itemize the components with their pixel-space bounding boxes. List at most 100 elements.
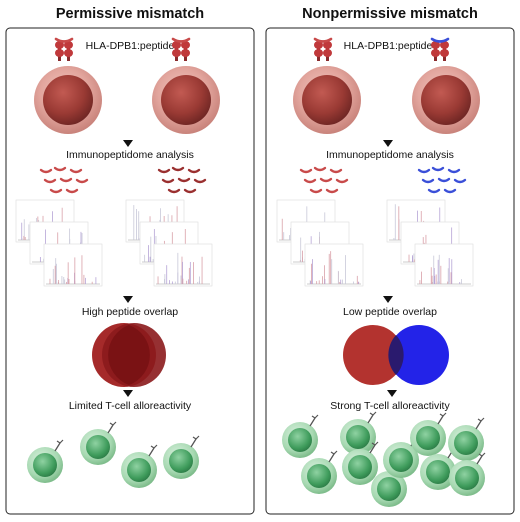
panel-title-permissive: Permissive mismatch	[55, 6, 205, 22]
hla-dpb1-left-2	[171, 37, 191, 61]
step3-permissive: Limited T-cell alloreactivity	[68, 400, 192, 412]
tcell-nucleus	[389, 448, 413, 472]
arrow-1-right	[383, 140, 393, 147]
tcr-icon	[330, 450, 338, 455]
tcell-right-1	[282, 414, 319, 458]
peptide-icon	[329, 168, 343, 174]
arrow-1-left	[123, 140, 133, 147]
peptide-icon	[53, 166, 67, 172]
tcell-nucleus	[307, 464, 331, 488]
hla-dpb1-right-1	[313, 37, 333, 61]
spectrum-frame	[43, 243, 103, 287]
hla-domain	[440, 41, 449, 49]
cell-nucleus	[302, 75, 352, 125]
hla-domain	[314, 49, 323, 57]
peptide-icon	[309, 188, 323, 194]
peptide-icon	[417, 168, 431, 174]
peptide-icon	[69, 168, 83, 174]
cell-right-2	[412, 66, 480, 134]
hla-domain	[431, 41, 440, 49]
hla-label-permissive: HLA-DPB1:peptide	[85, 40, 175, 52]
tcr-icon	[369, 411, 377, 416]
tcell-right-7	[410, 412, 447, 456]
peptide-icon	[335, 178, 349, 184]
peptide-icon	[177, 177, 191, 183]
peptide-icon	[75, 178, 89, 184]
tcell-left-1	[27, 439, 64, 483]
cell-nucleus	[43, 75, 93, 125]
tcr-icon	[477, 417, 485, 422]
tcell-right-4	[342, 441, 379, 485]
peptide-icon	[59, 177, 73, 183]
hla-domain	[323, 49, 332, 57]
spectrum	[304, 243, 364, 287]
cell-left-1	[34, 66, 102, 134]
hla-domain	[181, 49, 190, 57]
peptides-left-1	[39, 166, 89, 194]
peptide-icon	[313, 37, 333, 43]
peptide-icon	[171, 37, 191, 43]
tcell-nucleus	[169, 449, 193, 473]
tcr-icon	[437, 415, 444, 425]
spectrum	[414, 243, 474, 287]
spectrum-frame	[304, 243, 364, 287]
hla-domain	[323, 41, 332, 49]
tcell-nucleus	[454, 431, 478, 455]
tcell-nucleus	[86, 435, 110, 459]
tcell-left-3	[121, 444, 158, 488]
tcell-nucleus	[33, 453, 57, 477]
peptide-icon	[430, 37, 450, 43]
panel-box-nonpermissive	[265, 27, 515, 515]
hla-domain	[64, 41, 73, 49]
spectrum-frame	[414, 243, 474, 287]
tcell-left-4	[163, 435, 200, 479]
spectrum	[43, 243, 103, 287]
peptide-icon	[427, 188, 441, 194]
peptide-icon	[161, 178, 175, 184]
peptide-icon	[303, 178, 317, 184]
step2-permissive: High peptide overlap	[81, 306, 179, 318]
tcr-icon	[439, 412, 447, 417]
tcell-right-5	[371, 463, 408, 507]
tcr-icon	[109, 421, 117, 426]
tcr-icon	[475, 420, 482, 430]
arrow-3-right	[387, 390, 397, 397]
tcell-right-3	[340, 411, 377, 455]
tcr-icon	[56, 439, 64, 444]
hla-domain	[181, 41, 190, 49]
tcr-icon	[148, 447, 155, 457]
tcr-icon	[371, 441, 379, 446]
arrow-2-right	[383, 296, 393, 303]
cell-left-2	[152, 66, 220, 134]
arrow-2-left	[123, 296, 133, 303]
hla-domain	[314, 41, 323, 49]
peptide-icon	[447, 168, 461, 174]
tcell-nucleus	[377, 477, 401, 501]
peptide-icon	[54, 37, 74, 43]
hla-dpb1-left-1	[54, 37, 74, 61]
hla-domain	[172, 41, 181, 49]
peptide-icon	[171, 166, 185, 172]
hla-domain	[64, 49, 73, 57]
tcell-right-10	[449, 452, 486, 496]
tcell-nucleus	[455, 466, 479, 490]
tcr-icon	[150, 444, 158, 449]
peptide-icon	[325, 188, 339, 194]
tcr-icon	[192, 435, 200, 440]
tcr-icon	[369, 444, 376, 454]
tcr-icon	[367, 414, 374, 424]
spectrum	[153, 243, 213, 287]
peptides-left-2	[157, 166, 207, 194]
tcell-right-2	[301, 450, 338, 494]
venn-circle-right-b	[389, 325, 449, 385]
hla-domain	[431, 49, 440, 57]
peptide-icon	[319, 177, 333, 183]
tcr-icon	[311, 414, 319, 419]
tcell-nucleus	[127, 458, 151, 482]
panel-title-nonpermissive: Nonpermissive mismatch	[302, 6, 478, 22]
peptide-icon	[443, 188, 457, 194]
peptide-icon	[421, 178, 435, 184]
peptide-icon	[187, 168, 201, 174]
tcell-nucleus	[416, 426, 440, 450]
